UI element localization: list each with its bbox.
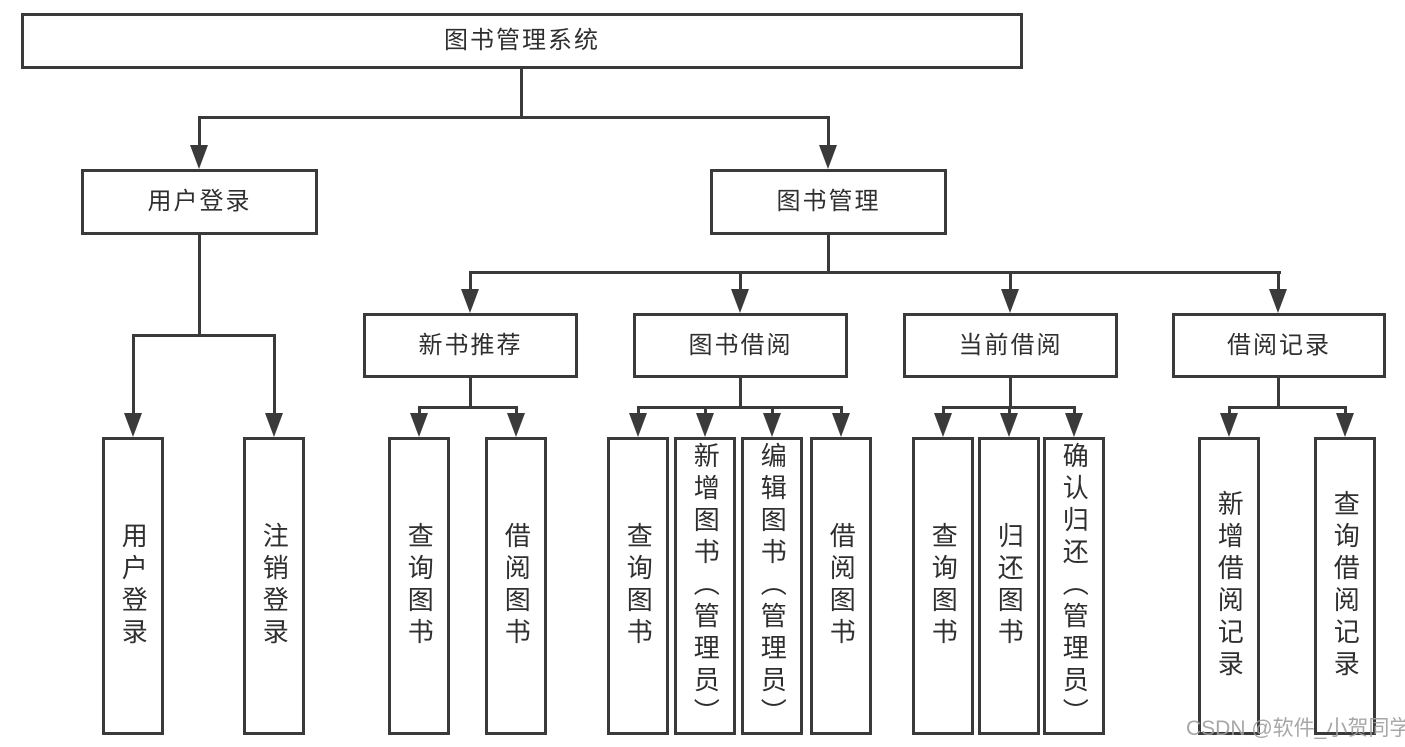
arrow-down-icon (507, 413, 525, 437)
node-label: 图书管理 (776, 188, 881, 215)
connector-line (515, 406, 518, 418)
node-label: 图书借阅 (688, 331, 793, 359)
arrow-down-icon (763, 413, 781, 437)
leaf-label: 新增借阅记录 (1214, 490, 1245, 682)
arrow-down-icon (1336, 413, 1354, 437)
connector-line (198, 116, 830, 119)
connector-line (637, 406, 842, 409)
connector-line (469, 378, 472, 409)
leaf-label: 查询图书 (623, 522, 654, 650)
connector-line (198, 116, 201, 148)
connector-line (273, 334, 276, 416)
connector-line (1344, 406, 1347, 418)
connector-line (520, 69, 523, 118)
arrow-down-icon (819, 145, 837, 169)
node-label: 用户登录 (147, 188, 252, 215)
leaf-user-login: 用户登录 (102, 437, 164, 735)
leaf-label: 归还图书 (994, 522, 1025, 650)
leaf-add-book-admin: 新增图书（管理员） (674, 437, 736, 735)
connector-line (1009, 378, 1012, 409)
connector-line (827, 235, 830, 274)
arrow-down-icon (124, 413, 142, 437)
leaf-label: 用户登录 (118, 522, 149, 650)
connector-line (1277, 271, 1280, 293)
node-book-management: 图书管理 (710, 169, 947, 235)
connector-line (1073, 406, 1076, 418)
leaf-borrow-books-recommend: 借阅图书 (485, 437, 547, 735)
leaf-label: 编辑图书（管理员） (757, 442, 788, 730)
leaf-add-borrow-record: 新增借阅记录 (1198, 437, 1260, 735)
node-current-borrowing: 当前借阅 (903, 313, 1118, 378)
connector-line (198, 235, 201, 337)
connector-line (1009, 271, 1012, 293)
watermark: CSDN @软件_小贺同学 (1186, 717, 1405, 740)
arrow-down-icon (934, 413, 952, 437)
connector-line (469, 271, 1281, 274)
arrow-down-icon (1001, 289, 1019, 313)
arrow-down-icon (410, 413, 428, 437)
arrow-down-icon (1220, 413, 1238, 437)
arrow-down-icon (696, 413, 714, 437)
arrow-down-icon (1269, 289, 1287, 313)
leaf-label: 注销登录 (259, 522, 290, 650)
leaf-label: 借阅图书 (501, 522, 532, 650)
connector-line (637, 406, 640, 418)
connector-line (1228, 406, 1231, 418)
node-label: 图书管理系统 (444, 27, 600, 54)
arrow-down-icon (190, 145, 208, 169)
arrow-down-icon (265, 413, 283, 437)
connector-line (739, 271, 742, 293)
leaf-query-books-borrowing: 查询图书 (607, 437, 669, 735)
connector-line (1228, 406, 1346, 409)
node-label: 新书推荐 (418, 331, 523, 359)
node-label: 借阅记录 (1227, 331, 1331, 359)
connector-line (942, 406, 945, 418)
leaf-label: 查询图书 (928, 522, 959, 650)
connector-line (418, 406, 421, 418)
leaf-query-books-recommend: 查询图书 (388, 437, 450, 735)
connector-line (132, 334, 276, 337)
leaf-logout: 注销登录 (243, 437, 305, 735)
arrow-down-icon (1000, 413, 1018, 437)
connector-line (132, 334, 135, 416)
connector-line (418, 406, 518, 409)
leaf-query-books-current: 查询图书 (912, 437, 974, 735)
leaf-return-books: 归还图书 (978, 437, 1040, 735)
node-label: 当前借阅 (958, 331, 1063, 359)
arrow-down-icon (629, 413, 647, 437)
connector-line (1008, 406, 1011, 418)
connector-line (469, 271, 472, 293)
arrow-down-icon (1065, 413, 1083, 437)
arrow-down-icon (832, 413, 850, 437)
connector-line (840, 406, 843, 418)
connector-line (1277, 378, 1280, 409)
arrow-down-icon (461, 289, 479, 313)
connector-line (739, 378, 742, 409)
leaf-edit-book-admin: 编辑图书（管理员） (741, 437, 803, 735)
leaf-label: 借阅图书 (826, 522, 857, 650)
leaf-label: 确认归还（管理员） (1059, 442, 1090, 730)
leaf-borrow-books-borrowing: 借阅图书 (810, 437, 872, 735)
connector-line (771, 406, 774, 418)
leaf-query-borrow-record: 查询借阅记录 (1314, 437, 1376, 735)
node-new-book-recommend: 新书推荐 (363, 313, 578, 378)
arrow-down-icon (731, 289, 749, 313)
leaf-confirm-return-admin: 确认归还（管理员） (1043, 437, 1105, 735)
leaf-label: 查询借阅记录 (1330, 490, 1361, 682)
connector-line (827, 116, 830, 148)
leaf-label: 查询图书 (404, 522, 435, 650)
node-library-management-system: 图书管理系统 (21, 13, 1023, 69)
node-user-login: 用户登录 (81, 169, 318, 235)
node-borrowing-records: 借阅记录 (1172, 313, 1386, 378)
node-book-borrowing: 图书借阅 (633, 313, 848, 378)
leaf-label: 新增图书（管理员） (690, 442, 721, 730)
connector-line (704, 406, 707, 418)
